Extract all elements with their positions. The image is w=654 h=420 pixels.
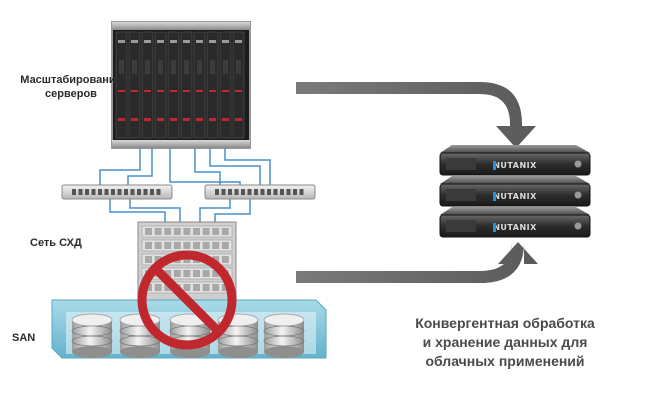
drive-bay bbox=[212, 256, 220, 263]
fc-switch-left bbox=[61, 184, 173, 200]
switch-port bbox=[98, 189, 102, 195]
drive-bay bbox=[145, 284, 152, 291]
blade-server-chassis bbox=[111, 21, 251, 149]
nutanix-node: NUTANIX bbox=[439, 176, 591, 207]
drive-bay bbox=[183, 228, 191, 235]
drive-bay bbox=[221, 284, 229, 291]
blade-slot bbox=[167, 31, 180, 139]
drive-bay bbox=[145, 242, 152, 249]
switch-port bbox=[124, 189, 128, 195]
switch-port bbox=[117, 189, 122, 195]
drive-bay bbox=[183, 270, 191, 277]
switch-port bbox=[130, 189, 135, 195]
switch-port bbox=[228, 189, 232, 195]
switch-port bbox=[254, 189, 258, 195]
blade-slot bbox=[193, 31, 206, 139]
switch-port bbox=[111, 189, 115, 195]
drive-bay bbox=[164, 284, 172, 291]
switch-port bbox=[234, 189, 239, 195]
switch-port bbox=[267, 189, 271, 195]
drive-bay bbox=[202, 284, 210, 291]
drive-bay bbox=[193, 270, 200, 277]
nutanix-logo-text: NUTANIX bbox=[493, 192, 537, 201]
nutanix-node: NUTANIX bbox=[439, 207, 591, 238]
switch-port bbox=[280, 189, 284, 195]
switch-port bbox=[78, 189, 83, 195]
fibre-cables bbox=[99, 148, 271, 224]
drive-bay bbox=[154, 256, 162, 263]
arrow-upper bbox=[296, 82, 536, 148]
drive-bay bbox=[145, 256, 152, 263]
drive-bay bbox=[164, 270, 172, 277]
fc-switch-right bbox=[204, 184, 316, 200]
storage-network-label: Сеть СХД bbox=[30, 237, 82, 249]
drive-bay bbox=[164, 228, 172, 235]
switch-port bbox=[299, 189, 304, 195]
switch-port bbox=[104, 189, 109, 195]
drive-bay bbox=[202, 270, 210, 277]
drive-bay bbox=[145, 228, 152, 235]
blade-slot bbox=[115, 31, 128, 139]
blade-slot bbox=[141, 31, 154, 139]
blade-slot bbox=[219, 31, 232, 139]
drive-bay bbox=[173, 228, 181, 235]
drive-bay bbox=[221, 256, 229, 263]
blade-slot bbox=[128, 31, 141, 139]
san-label: SAN bbox=[12, 332, 36, 344]
drive-bay bbox=[202, 228, 210, 235]
drive-bay bbox=[212, 228, 220, 235]
blade-slots bbox=[115, 31, 245, 139]
drive-bay bbox=[154, 284, 162, 291]
arrow-lower bbox=[296, 242, 538, 283]
drive-bay bbox=[173, 242, 181, 249]
switch-port bbox=[72, 189, 76, 195]
drive-bay bbox=[212, 284, 220, 291]
drive-bay bbox=[221, 228, 229, 235]
server-scaling-label: Масштабирование серверов bbox=[20, 74, 122, 100]
blade-slot bbox=[154, 31, 167, 139]
storage-array bbox=[137, 221, 237, 301]
nutanix-node: NUTANIX bbox=[439, 145, 591, 176]
disk-cylinder bbox=[71, 313, 113, 358]
switch-port bbox=[273, 189, 278, 195]
switch-port bbox=[260, 189, 265, 195]
nutanix-logo-text: NUTANIX bbox=[493, 223, 537, 232]
switch-port bbox=[143, 189, 148, 195]
drive-bay bbox=[193, 284, 200, 291]
switch-port bbox=[156, 189, 161, 195]
drive-bay bbox=[212, 242, 220, 249]
switch-port bbox=[247, 189, 252, 195]
switch-port bbox=[137, 189, 141, 195]
drive-bay bbox=[193, 228, 200, 235]
drive-bay bbox=[154, 228, 162, 235]
prohibition-sign bbox=[137, 250, 237, 350]
drive-bay bbox=[183, 242, 191, 249]
drive-bay bbox=[202, 242, 210, 249]
nutanix-cluster: NUTANIX NUTANIX NUTANIX bbox=[439, 145, 591, 238]
switch-port bbox=[293, 189, 297, 195]
blade-slot bbox=[232, 31, 245, 139]
drive-bay bbox=[183, 284, 191, 291]
disk-cylinder bbox=[263, 313, 305, 358]
switch-port bbox=[241, 189, 245, 195]
san-disk-tray bbox=[51, 299, 327, 359]
drive-bay bbox=[212, 270, 220, 277]
switch-port bbox=[150, 189, 154, 195]
drive-bay bbox=[154, 242, 162, 249]
switch-port bbox=[286, 189, 291, 195]
switch-port bbox=[91, 189, 96, 195]
drive-bay bbox=[193, 242, 200, 249]
switch-port bbox=[85, 189, 89, 195]
switch-port bbox=[215, 189, 219, 195]
drive-bay bbox=[164, 242, 172, 249]
switch-port bbox=[221, 189, 226, 195]
nutanix-logo-text: NUTANIX bbox=[493, 161, 537, 170]
blade-slot bbox=[180, 31, 193, 139]
drive-bay bbox=[173, 270, 181, 277]
blade-slot bbox=[206, 31, 219, 139]
drive-bay bbox=[221, 242, 229, 249]
converged-caption: Конвергентная обработка и хранение данны… bbox=[415, 315, 595, 369]
